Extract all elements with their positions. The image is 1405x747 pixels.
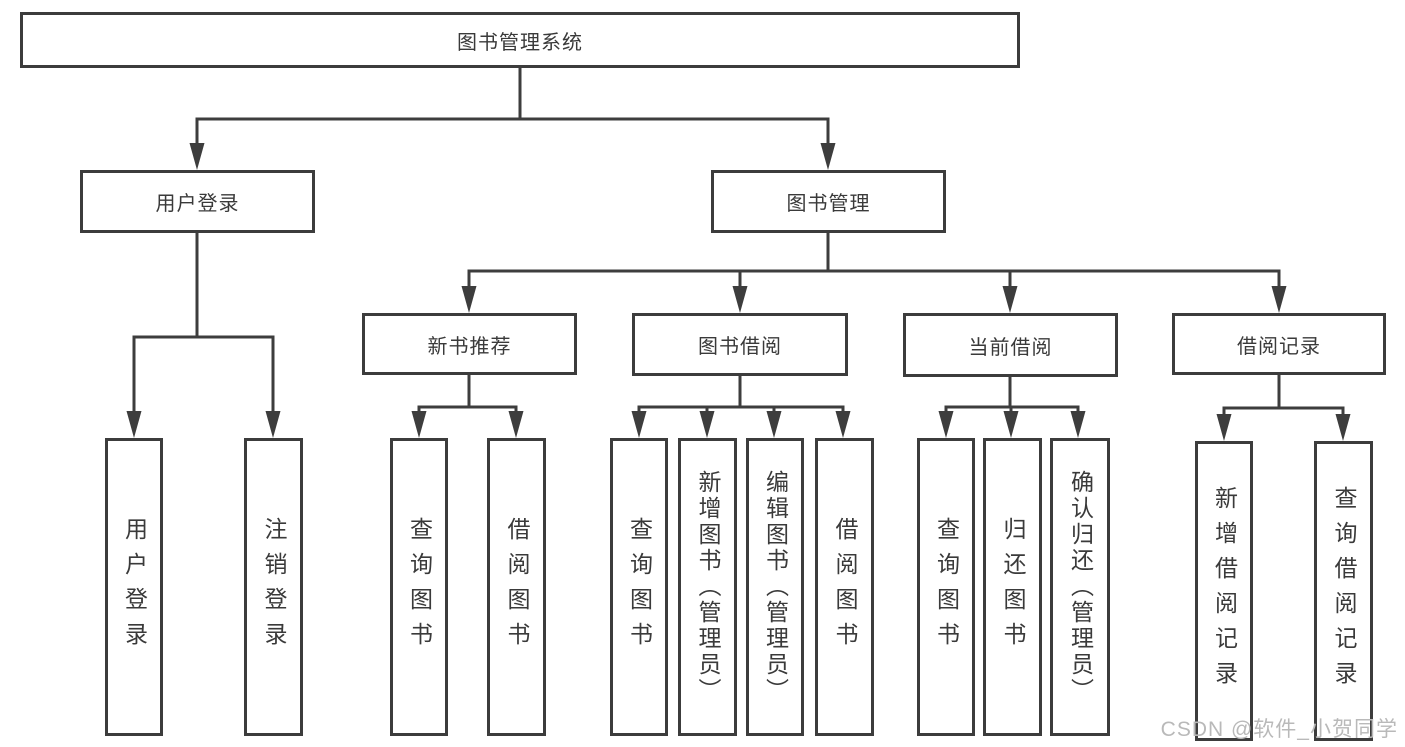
node-leaf-query-books-borrowing: 查询图书: [610, 438, 668, 736]
node-book-management: 图书管理: [711, 170, 946, 233]
node-book-borrowing: 图书借阅: [632, 313, 848, 376]
node-leaf-logout: 注销登录: [244, 438, 303, 736]
node-leaf-query-books-recommend: 查询图书: [390, 438, 448, 736]
node-leaf-add-books-admin: 新增图书（管理员）: [678, 438, 737, 736]
node-leaf-borrow-books-recommend: 借阅图书: [487, 438, 546, 736]
node-library-management-system: 图书管理系统: [20, 12, 1020, 68]
node-leaf-confirm-return-admin: 确认归还（管理员）: [1050, 438, 1110, 736]
node-leaf-borrow-books: 借阅图书: [815, 438, 874, 736]
node-leaf-query-borrow-record: 查询借阅记录: [1314, 441, 1373, 741]
node-user-login: 用户登录: [80, 170, 315, 233]
node-new-book-recommendation: 新书推荐: [362, 313, 577, 375]
node-leaf-add-borrow-record: 新增借阅记录: [1195, 441, 1253, 741]
node-leaf-query-books-current: 查询图书: [917, 438, 975, 736]
csdn-watermark: CSDN @软件_小贺同学: [1160, 718, 1398, 741]
node-current-borrowing: 当前借阅: [903, 313, 1118, 377]
node-leaf-user-login: 用户登录: [105, 438, 163, 736]
node-leaf-edit-books-admin: 编辑图书（管理员）: [746, 438, 804, 736]
node-leaf-return-books: 归还图书: [983, 438, 1042, 736]
node-borrowing-records: 借阅记录: [1172, 313, 1386, 375]
